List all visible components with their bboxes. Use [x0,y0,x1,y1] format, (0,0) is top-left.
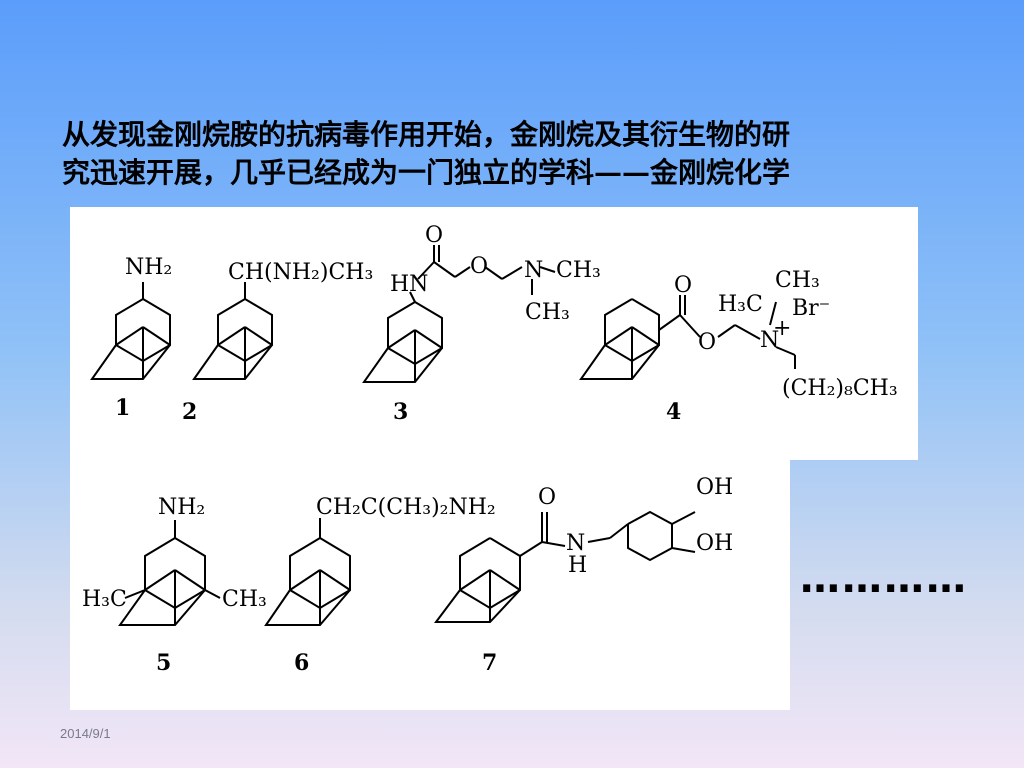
c4-n-label: N [760,328,779,353]
compound-4: O O N + H₃C CH₃ Br⁻ (CH₂)₈CH₃ 4 [579,268,898,425]
continuation-ellipsis: ………… [800,556,968,602]
headline-line-1: 从发现金刚烷胺的抗病毒作用开始，金刚烷及其衍生物的研 [62,118,791,151]
structures-drawing-top: NH₂ 1 CH(NH₂)CH₃ 2 [90,223,898,425]
c7-hydroxyl-bottom: OH [696,531,733,556]
c4-methyl-b: CH₃ [775,268,820,293]
c4-alkyl-chain: (CH₂)₈CH₃ [782,376,898,401]
c3-number: 3 [393,399,408,425]
compound-2: CH(NH₂)CH₃ 2 [182,260,373,425]
c7-number: 7 [482,650,497,676]
structures-panel-bottom: NH₂ H₃C CH₃ 5 CH₂C(CH₃)₂NH₂ 6 [70,460,790,710]
compound-1: NH₂ 1 [90,255,172,421]
compound-7: O N H OH OH 7 [434,475,733,676]
c1-amine-label: NH₂ [125,255,172,280]
c4-bromide: Br⁻ [792,296,830,321]
c7-h-label: H [568,553,587,578]
slide-headline: 从发现金刚烷胺的抗病毒作用开始，金刚烷及其衍生物的研 究迅速开展，几乎已经成为一… [62,116,962,192]
c4-carbonyl-o: O [674,273,692,298]
c4-number: 4 [666,399,681,425]
structures-drawing-bottom: NH₂ H₃C CH₃ 5 CH₂C(CH₃)₂NH₂ 6 [82,475,733,676]
compound-3: O HN O N CH₃ CH₃ 3 [362,223,601,425]
c6-number: 6 [294,650,309,676]
headline-line-2: 究迅速开展，几乎已经成为一门独立的学科——金刚烷化学 [62,156,791,189]
c4-methyl-a: H₃C [718,292,763,317]
c5-methyl-right: CH₃ [222,587,267,612]
footer-date: 2014/9/1 [60,726,111,741]
c6-substituent-label: CH₂C(CH₃)₂NH₂ [316,495,496,520]
c7-carbonyl-o: O [538,485,556,510]
compound-5: NH₂ H₃C CH₃ 5 [82,495,267,676]
structures-panel-top: NH₂ 1 CH(NH₂)CH₃ 2 [70,207,918,460]
c3-methyl-a: CH₃ [556,258,601,283]
c3-hn-label: HN [390,272,428,297]
c3-n-label: N [524,258,543,283]
c7-n-label: N [566,531,585,556]
c4-charge-plus: + [773,316,791,341]
compound-6: CH₂C(CH₃)₂NH₂ 6 [264,495,496,676]
c3-carbonyl-o: O [425,223,443,248]
c1-number: 1 [115,395,130,421]
c5-methyl-left: H₃C [82,587,127,612]
c2-substituent-label: CH(NH₂)CH₃ [228,260,373,285]
c3-ether-o: O [470,254,488,279]
c3-methyl-b: CH₃ [525,300,570,325]
c2-number: 2 [182,399,197,425]
c7-hydroxyl-top: OH [696,475,733,500]
c5-number: 5 [156,650,171,676]
c4-ester-o: O [698,330,716,355]
c5-amine-label: NH₂ [158,495,205,520]
